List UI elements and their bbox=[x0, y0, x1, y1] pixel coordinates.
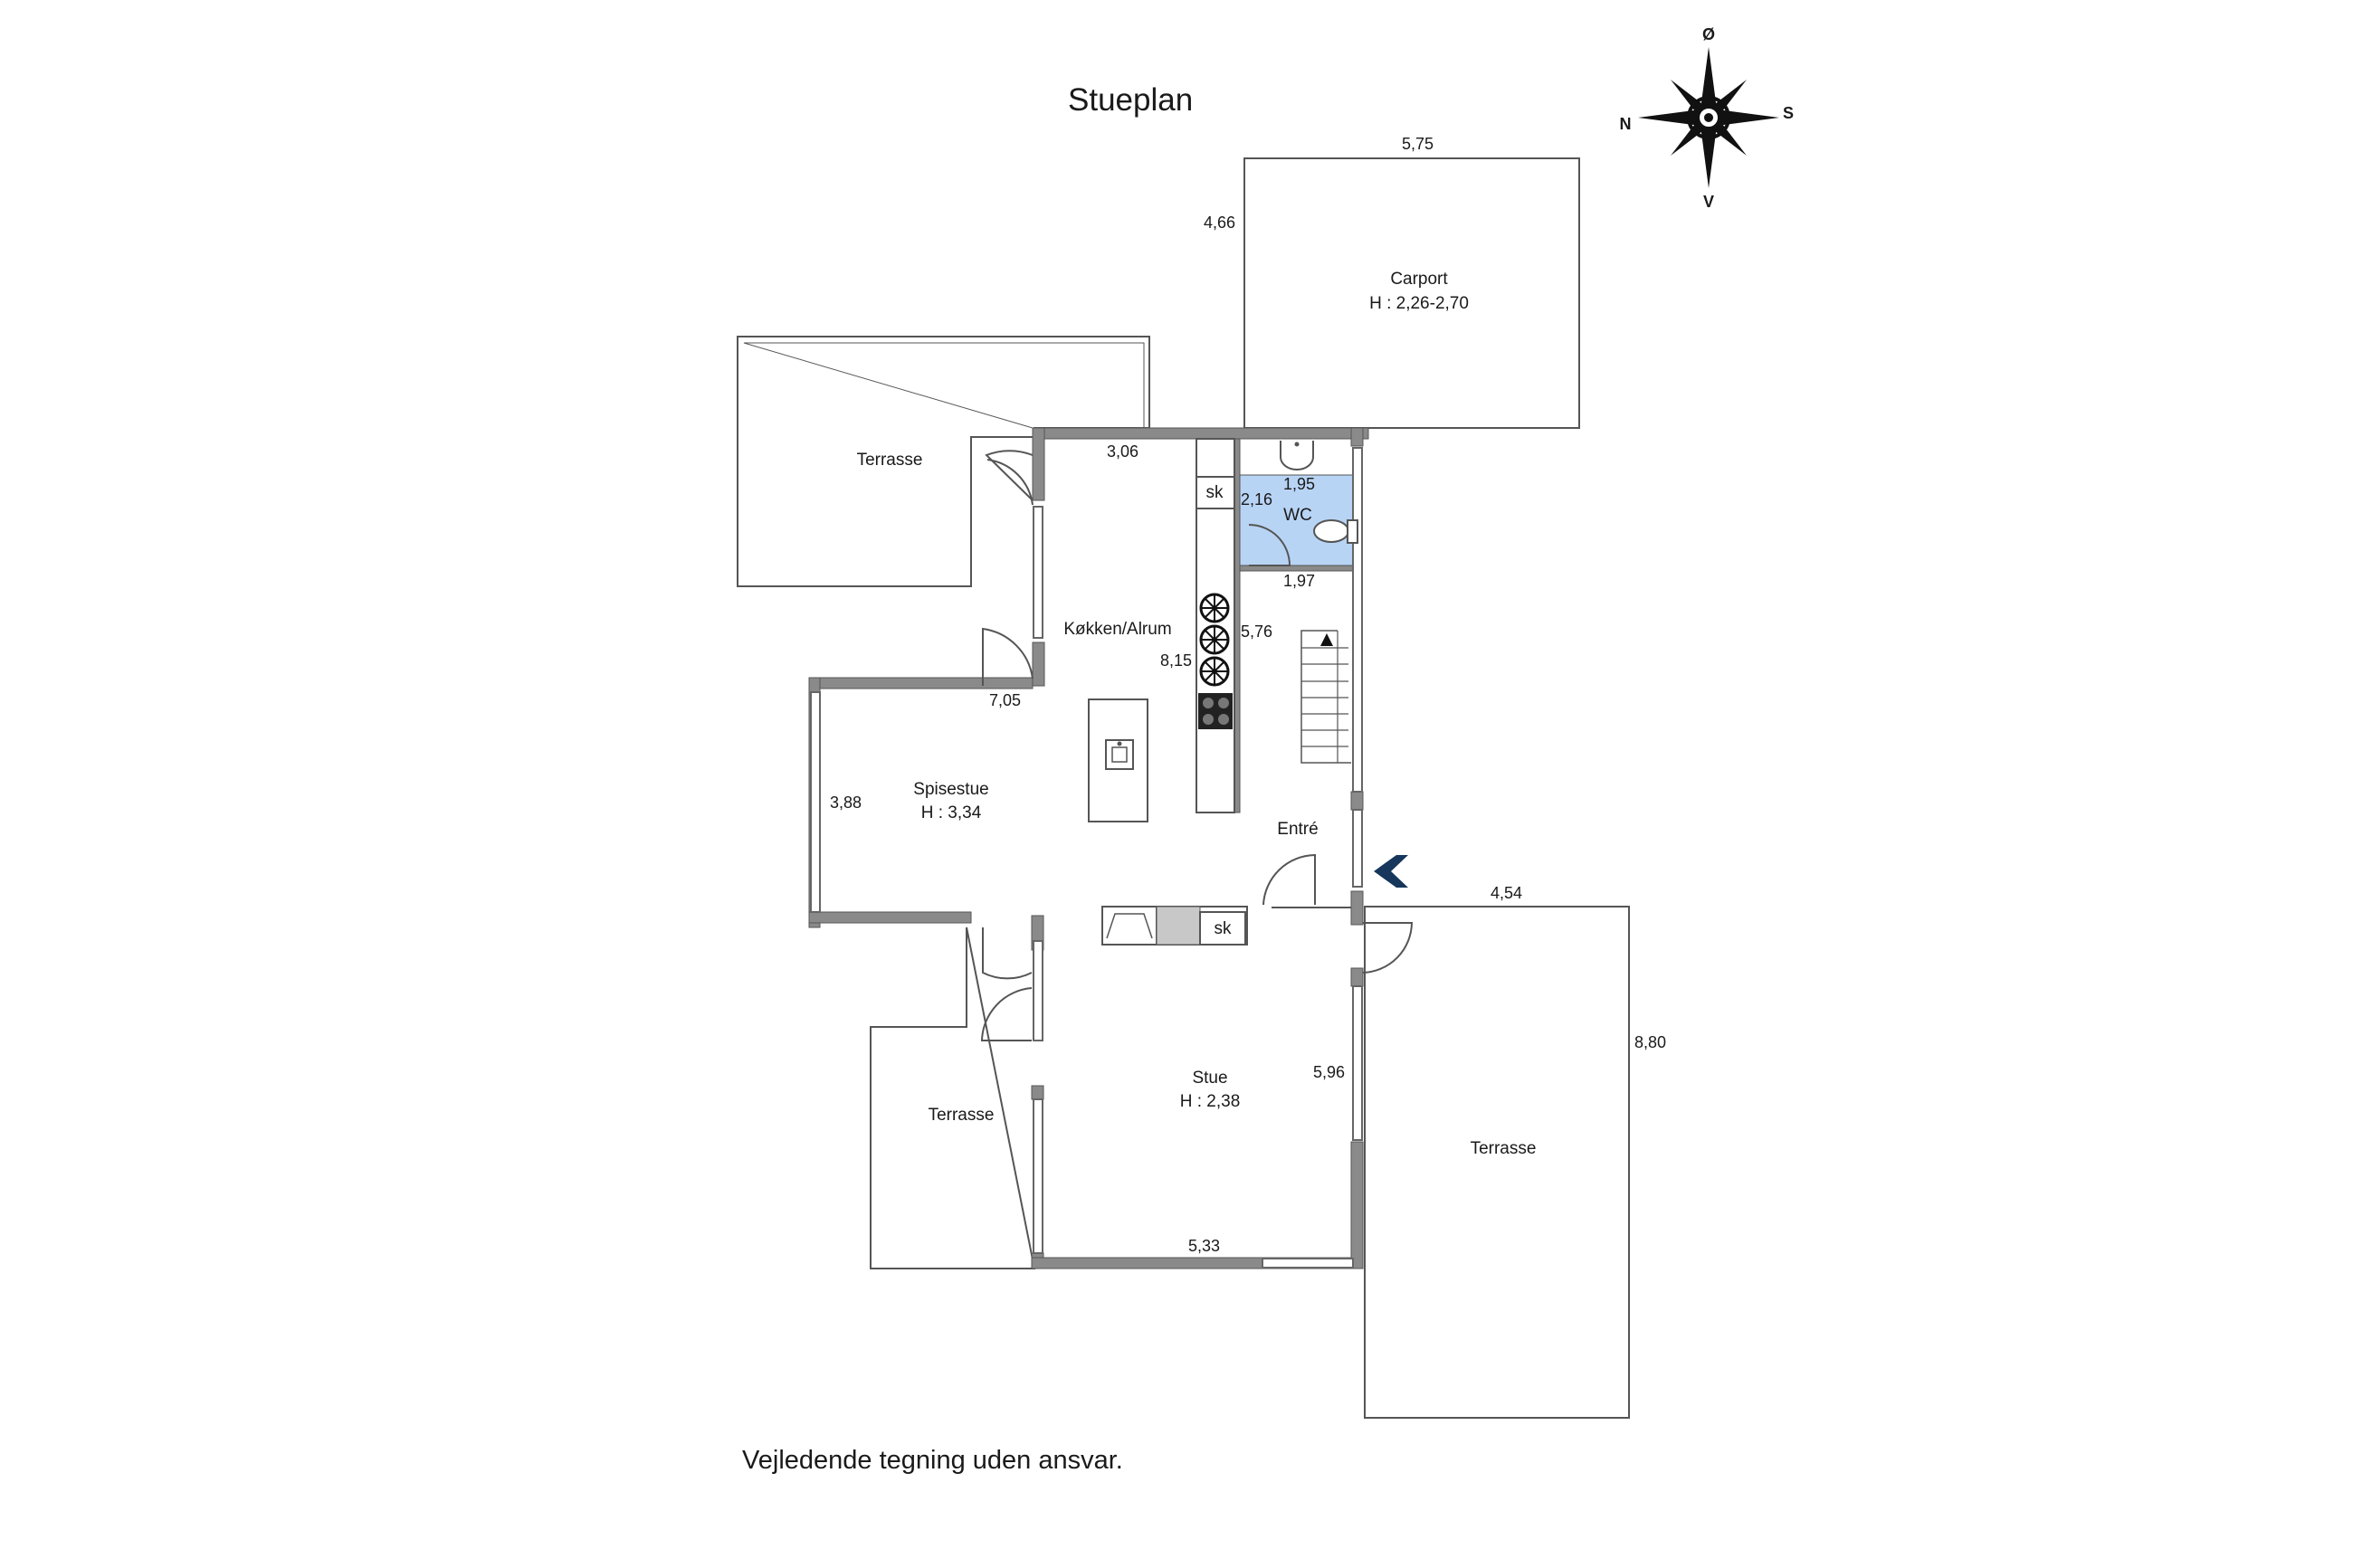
toilet-icon bbox=[1313, 519, 1358, 544]
entry-label: Entré bbox=[1277, 820, 1318, 839]
compass-west-label: V bbox=[1703, 193, 1714, 211]
living-height: H : 2,38 bbox=[1180, 1092, 1241, 1111]
compass-east-label: Ø bbox=[1702, 25, 1715, 43]
dim-kitchen-width: 3,06 bbox=[1107, 442, 1138, 461]
dim-carport-depth: 4,66 bbox=[1204, 214, 1235, 232]
appliance-fan-icon bbox=[1199, 593, 1230, 687]
carport-label: Carport bbox=[1390, 270, 1448, 289]
disclaimer-text: Vejledende tegning uden ansvar. bbox=[742, 1446, 1123, 1475]
kitchen-cabinet-top bbox=[1196, 476, 1235, 509]
windows bbox=[810, 447, 1363, 1269]
carport-outline bbox=[1243, 157, 1580, 429]
dim-wc-bottom: 1,97 bbox=[1283, 572, 1315, 590]
terrace-top-label: Terrasse bbox=[857, 451, 923, 470]
dim-terrace-right-width: 4,54 bbox=[1491, 884, 1522, 902]
wc-sink-icon bbox=[1280, 441, 1314, 470]
plan-title: Stueplan bbox=[1068, 82, 1193, 118]
dining-height: H : 3,34 bbox=[921, 803, 982, 822]
kitchen-cabinet-top-label: sk bbox=[1206, 483, 1224, 502]
doors bbox=[980, 450, 1414, 1041]
fireplace-icon bbox=[1101, 906, 1157, 946]
stair-arrow-icon bbox=[1320, 633, 1333, 646]
dim-carport-width: 5,75 bbox=[1402, 135, 1434, 153]
terrace-right-outline bbox=[1364, 906, 1630, 1419]
dim-kitchen-length: 8,15 bbox=[1160, 651, 1192, 670]
terrace-top-outline bbox=[737, 336, 1150, 587]
living-label: Stue bbox=[1192, 1069, 1227, 1088]
terrace-top-inner-outline bbox=[743, 342, 1145, 429]
compass-south-label: S bbox=[1783, 104, 1794, 122]
dim-living-side: 5,96 bbox=[1313, 1063, 1345, 1081]
dim-wc-top: 1,95 bbox=[1283, 475, 1315, 493]
cooktop-icon bbox=[1198, 693, 1233, 729]
staircase bbox=[1300, 630, 1351, 764]
dim-hall-length: 5,76 bbox=[1241, 622, 1272, 641]
terrace-bottom-left-outline bbox=[870, 927, 1036, 1269]
compass-icon bbox=[1638, 47, 1779, 188]
sink-icon bbox=[1105, 739, 1134, 770]
lower-cabinet bbox=[1199, 911, 1246, 946]
dining-label: Spisestue bbox=[913, 780, 988, 799]
dim-dining-width: 7,05 bbox=[989, 691, 1021, 709]
wc-label: WC bbox=[1283, 506, 1312, 525]
lower-island-shade bbox=[1156, 906, 1201, 946]
entry-arrow-icon bbox=[1374, 855, 1408, 888]
dim-dining-depth: 3,88 bbox=[830, 794, 862, 812]
lower-cabinet-label: sk bbox=[1215, 919, 1233, 938]
carport-height: H : 2,26-2,70 bbox=[1369, 294, 1469, 313]
dim-terrace-right-length: 8,80 bbox=[1634, 1033, 1666, 1051]
terrace-right-label: Terrasse bbox=[1471, 1139, 1537, 1158]
dim-wc-side: 2,16 bbox=[1241, 490, 1272, 508]
compass-north-label: N bbox=[1620, 115, 1632, 133]
terrace-bottom-left-label: Terrasse bbox=[929, 1106, 995, 1125]
dim-living-bottom: 5,33 bbox=[1188, 1237, 1220, 1255]
kitchen-label: Køkken/Alrum bbox=[1063, 620, 1171, 639]
